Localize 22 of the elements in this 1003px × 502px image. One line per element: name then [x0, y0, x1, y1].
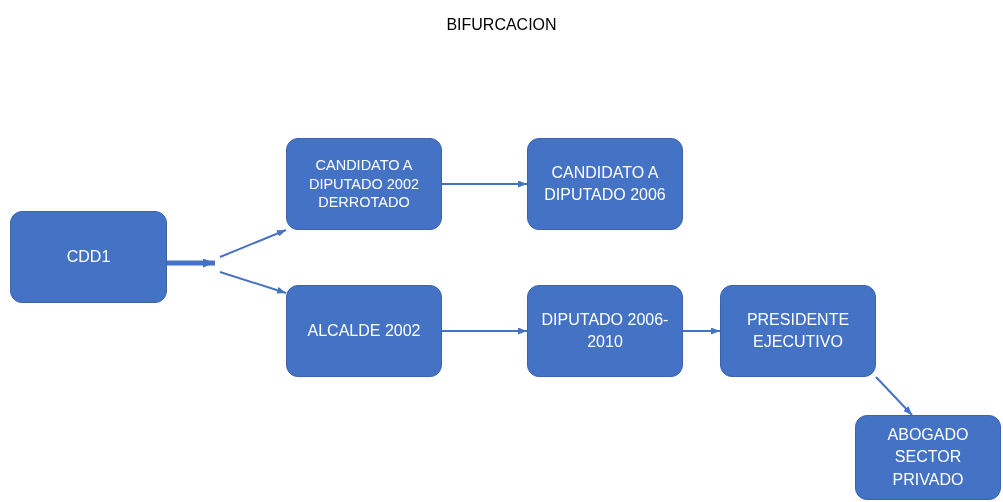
box-label: DIPUTADO 2006-2010	[540, 309, 670, 352]
process-box	[10, 211, 167, 303]
process-box	[720, 285, 876, 377]
process-box	[855, 415, 1001, 500]
process-box	[527, 138, 683, 230]
box-label: CDD1	[66, 246, 111, 267]
arrow	[219, 271, 287, 294]
box-label: ALCALDE 2002	[307, 320, 421, 341]
box-label: ABOGADO SECTOR PRIVADO	[886, 424, 970, 490]
box-label: CANDIDATO A DIPUTADO 2002 DERROTADO	[307, 155, 421, 213]
box-label: CANDIDATO A DIPUTADO 2006	[543, 162, 667, 205]
arrow	[167, 258, 215, 268]
box-label: PRESIDENTE EJECUTIVO	[745, 309, 851, 352]
arrow	[441, 180, 528, 188]
arrow	[875, 376, 913, 416]
process-box	[286, 285, 442, 377]
process-box	[286, 138, 442, 230]
arrow	[441, 327, 528, 335]
process-box	[527, 285, 683, 377]
arrow	[219, 229, 287, 258]
diagram-title: BIFURCACION	[446, 16, 557, 34]
arrow	[682, 327, 721, 335]
